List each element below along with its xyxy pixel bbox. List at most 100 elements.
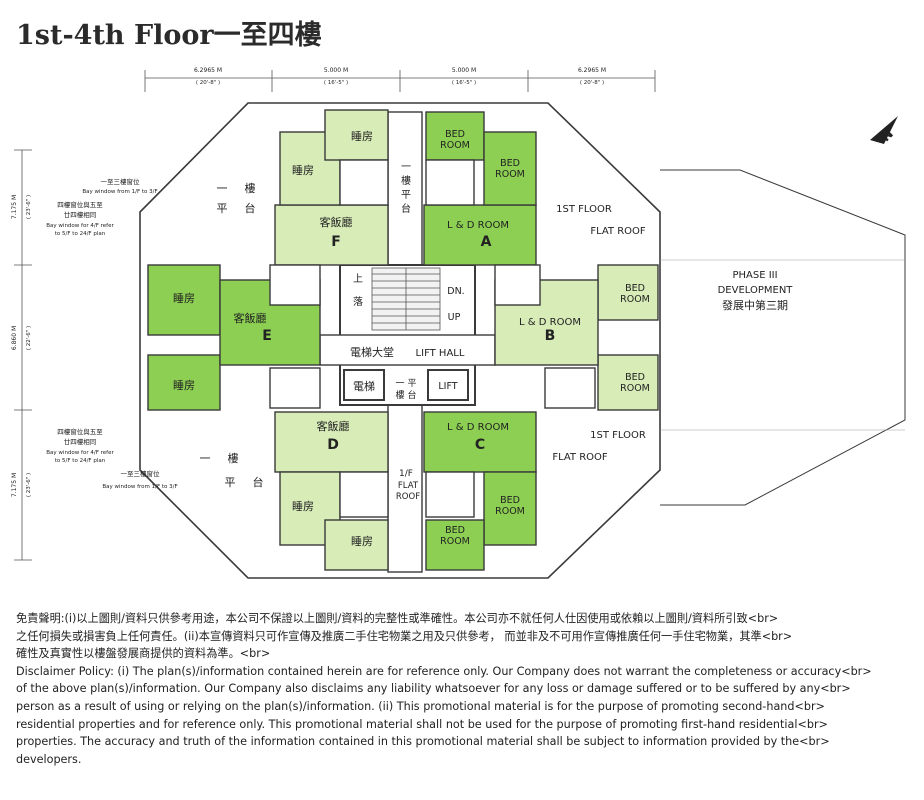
flat-roof-south-3: ROOF <box>396 492 420 502</box>
flat-e-bedroom-1: 睡房 <box>173 292 195 305</box>
stair-label-up: 上 <box>353 273 363 285</box>
flat-c-living-label: L & D ROOM <box>447 422 509 433</box>
lift-shaft-left <box>343 369 385 401</box>
disclaimer-line: properties. The accuracy and truth of th… <box>16 735 830 749</box>
lift-label-en: LIFT <box>438 381 457 392</box>
lift-hall-label-en: LIFT HALL <box>416 348 465 359</box>
platform-south-1: 一 <box>395 379 404 389</box>
flat-b-bedroom-1-line2: ROOM <box>620 294 650 305</box>
platform-south-3: 樓 <box>395 389 404 401</box>
flat-b-bedroom-2-line1: BED <box>625 372 645 383</box>
flat-a-living-label: L & D ROOM <box>447 220 509 231</box>
dim-left-3-ft: ( 23'-6" ) <box>26 473 32 497</box>
flat-b <box>494 264 659 411</box>
note-sw-1: 四樓窗位與五至 <box>57 427 103 436</box>
note-sw-5: 一至三樓窗位 <box>121 469 161 478</box>
flat-a-bedroom-1-line1: BED <box>445 129 465 140</box>
note-nw-5: Bay window for 4/F refer <box>46 223 114 229</box>
dim-left-3-m: 7.175 M <box>11 473 18 497</box>
flat-f <box>274 109 389 266</box>
disclaimer-line: 免責聲明:(i)以上圖則/資料只供參考用途，本公司不保證以上圖則/資料的完整性或… <box>16 612 779 625</box>
flat-roof-south-2: FLAT <box>398 481 419 491</box>
disclaimer-line: residential properties and for reference… <box>16 717 828 731</box>
platform-north-4: 台 <box>401 202 411 215</box>
note-nw-1: 一至三樓窗位 <box>101 177 141 186</box>
note-sw-6: Bay window from 1/F to 3/F <box>102 484 177 490</box>
dim-left-1-ft: ( 23'-6" ) <box>26 195 32 219</box>
terrace-sw-2: 樓 <box>228 451 239 465</box>
stair-up-label: UP <box>448 312 461 323</box>
flat-e-bedroom-2: 睡房 <box>173 379 195 392</box>
flat-d <box>274 411 389 571</box>
flat-f-bedroom-2: 睡房 <box>292 164 314 177</box>
note-nw-4: 廿四樓相同 <box>64 210 97 219</box>
platform-north-3: 平 <box>401 190 411 201</box>
flat-b-bedroom-2-line2: ROOM <box>620 383 650 394</box>
dim-top-2-ft: ( 16'-5" ) <box>324 80 348 86</box>
platform-south-2: 平 <box>407 378 416 389</box>
terrace-ne-line2: FLAT ROOF <box>590 226 646 237</box>
flat-a <box>423 111 537 266</box>
disclaimer-line: of the above plan(s)/information. Our Co… <box>16 682 851 696</box>
top-dimension-line <box>144 70 656 92</box>
lift-hall <box>319 334 496 366</box>
terrace-sw-4: 台 <box>253 475 264 489</box>
note-nw-6: to 5/F to 24/F plan <box>55 231 106 237</box>
flat-b-letter: B <box>545 328 556 344</box>
disclaimer-line: Disclaimer Policy: (i) The plan(s)/infor… <box>16 664 872 678</box>
flat-c-letter: C <box>475 437 485 453</box>
floor-plan-svg: 1st-4th Floor一至四樓 6.2965 M ( 20'-8" ) 5.… <box>11 20 906 579</box>
dim-left-2-ft: ( 22'-6" ) <box>26 326 32 350</box>
floor-plan-figure: 1st-4th Floor一至四樓 6.2965 M ( 20'-8" ) 5.… <box>11 20 906 579</box>
flat-roof-south-1: 1/F <box>399 469 413 479</box>
terrace-nw-4: 台 <box>245 201 256 215</box>
note-sw-3: Bay window for 4/F refer <box>46 450 114 456</box>
flat-f-bedroom-1: 睡房 <box>351 130 373 143</box>
flat-a-bedroom-2-line2: ROOM <box>495 169 525 180</box>
dim-left-2-m: 6.860 M <box>11 326 18 350</box>
phase-three-outline <box>660 169 906 506</box>
flat-a-bedroom-2-line1: BED <box>500 158 520 169</box>
flat-d-bedroom-1: 睡房 <box>292 500 314 513</box>
dim-top-3-ft: ( 16'-5" ) <box>452 80 476 86</box>
flat-a-letter: A <box>481 234 492 250</box>
stair-label-down: 落 <box>353 296 363 308</box>
flat-d-bedroom-2: 睡房 <box>351 535 373 548</box>
terrace-se-line1: 1ST FLOOR <box>590 430 646 441</box>
phase-three-line3: 發展中第三期 <box>722 298 788 312</box>
flat-e-letter: E <box>262 328 272 344</box>
dim-left-1-m: 7.175 M <box>11 195 18 219</box>
note-sw-2: 廿四樓相同 <box>64 437 97 446</box>
phase-three-line2: DEVELOPMENT <box>718 285 794 296</box>
flat-a-bedroom-1-line2: ROOM <box>440 140 470 151</box>
note-sw-4: to 5/F to 24/F plan <box>55 458 106 464</box>
flat-f-living-label: 客飯廳 <box>320 215 353 229</box>
flat-b-living-label: L & D ROOM <box>519 317 581 328</box>
terrace-nw-1: 一 <box>217 182 228 195</box>
north-arrow-icon: N <box>870 116 898 145</box>
flat-c-bedroom-2-line1: BED <box>445 525 465 536</box>
terrace-ne-line1: 1ST FLOOR <box>556 204 612 215</box>
terrace-nw-2: 樓 <box>245 181 256 195</box>
flat-c <box>423 411 537 571</box>
lift-label-cn: 電梯 <box>353 380 375 393</box>
flat-b-bedroom-1-line1: BED <box>625 283 645 294</box>
lift-hall-label-cn: 電梯大堂 <box>350 345 394 359</box>
flat-e-living-label: 客飯廳 <box>234 311 267 325</box>
dim-top-1-m: 6.2965 M <box>194 67 222 74</box>
dim-top-3-m: 5.000 M <box>452 67 476 74</box>
dim-top-4-m: 6.2965 M <box>578 67 606 74</box>
flat-c-bedroom-2-line2: ROOM <box>440 536 470 547</box>
flat-c-bedroom-1-line2: ROOM <box>495 506 525 517</box>
stair-dn-label: DN. <box>447 286 464 297</box>
platform-north-1: 一 <box>401 162 411 173</box>
terrace-se-line2: FLAT ROOF <box>552 452 608 463</box>
disclaimer-line: 確性及真實性以樓盤發展商提供的資料為準。<br> <box>16 647 271 661</box>
dim-top-2-m: 5.000 M <box>324 67 348 74</box>
flat-d-letter: D <box>327 437 339 453</box>
plan-title: 1st-4th Floor一至四樓 <box>16 20 322 51</box>
left-dimension-line <box>14 149 32 561</box>
note-nw-2: Bay window from 1/F to 3/F <box>82 189 157 195</box>
disclaimer-block: 免責聲明:(i)以上圖則/資料只供參考用途，本公司不保證以上圖則/資料的完整性或… <box>16 610 916 768</box>
flat-f-letter: F <box>331 234 341 250</box>
